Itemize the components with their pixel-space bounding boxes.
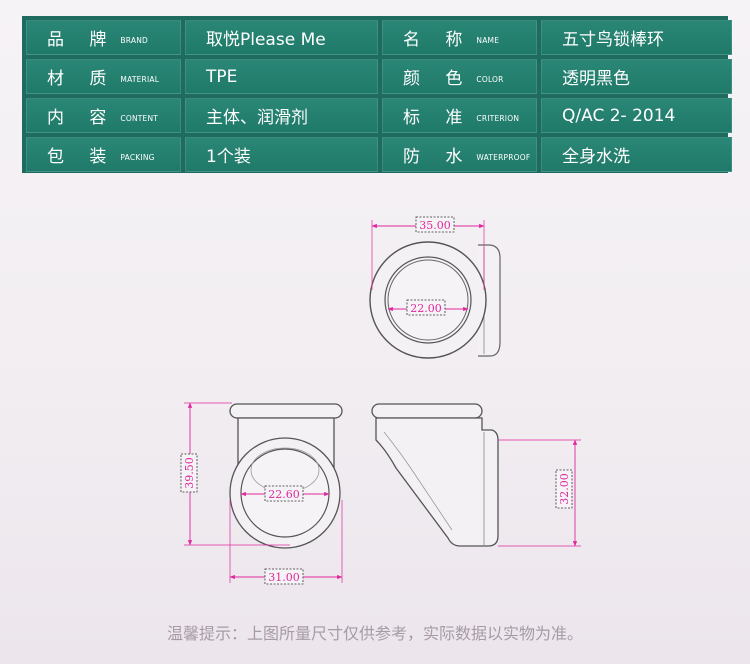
spec-label-en: NAME <box>476 36 500 45</box>
top-view-ring-inner-edge <box>384 256 472 344</box>
spec-value-waterproof: 全身水洗 <box>541 137 732 172</box>
spec-value-packing: 1个装 <box>185 137 378 172</box>
side-dim-height-label: 32.00 <box>558 473 571 505</box>
spec-label-cn: 颜 色 <box>403 69 473 89</box>
spec-label-cn: 名 称 <box>403 30 473 50</box>
spec-label-en: PACKING <box>120 153 155 162</box>
spec-label-en: BRAND <box>120 36 148 45</box>
top-dim-inner-label: 22.00 <box>410 302 442 315</box>
top-view-ear <box>478 244 501 357</box>
spec-value-name: 五寸鸟锁棒环 <box>541 20 732 55</box>
spec-label-cn: 内 容 <box>47 108 117 128</box>
front-dim-height-label: 39.50 <box>183 457 196 489</box>
spec-label-content: 内 容 CONTENT <box>26 98 181 133</box>
spec-label-name: 名 称 NAME <box>382 20 537 55</box>
spec-label-en: CONTENT <box>120 114 159 123</box>
spec-label-cn: 包 装 <box>47 147 117 167</box>
spec-label-en: WATERPROOF <box>476 153 531 162</box>
spec-value-brand: 取悦Please Me <box>185 20 378 55</box>
spec-value-criterion: Q/AC 2- 2014 <box>541 98 732 133</box>
spec-label-cn: 标 准 <box>403 108 473 128</box>
spec-grid: 品 牌 BRAND 取悦Please Me 名 称 NAME 五寸鸟锁棒环 材 … <box>26 20 732 172</box>
footer-note: 温馨提示：上图所量尺寸仅供参考，实际数据以实物为准。 <box>166 624 583 643</box>
side-view-top-bar <box>371 403 483 419</box>
spec-label-criterion: 标 准 CRITERION <box>382 98 537 133</box>
front-dim-inner-label: 22.60 <box>268 488 300 501</box>
spec-label-color: 颜 色 COLOR <box>382 59 537 94</box>
spec-table: 品 牌 BRAND 取悦Please Me 名 称 NAME 五寸鸟锁棒环 材 … <box>22 16 732 173</box>
spec-label-en: COLOR <box>476 75 504 84</box>
spec-label-en: CRITERION <box>476 114 520 123</box>
spec-label-packing: 包 装 PACKING <box>26 137 181 172</box>
top-dim-width-label: 35.00 <box>419 219 451 232</box>
spec-label-brand: 品 牌 BRAND <box>26 20 181 55</box>
spec-value-content: 主体、润滑剂 <box>185 98 378 133</box>
spec-label-cn: 品 牌 <box>47 30 117 50</box>
front-view-drawing: 39.50 22.60 31.00 <box>180 402 343 585</box>
spec-label-material: 材 质 MATERIAL <box>26 59 181 94</box>
spec-label-en: MATERIAL <box>120 75 160 84</box>
spec-label-cn: 材 质 <box>47 69 117 89</box>
top-view-drawing: 35.00 22.00 <box>369 216 501 359</box>
spec-label-waterproof: 防 水 WATERPROOF <box>382 137 537 172</box>
spec-value-color: 透明黑色 <box>541 59 732 94</box>
front-view-top-bar <box>229 403 343 419</box>
side-view-body <box>375 417 499 547</box>
spec-label-cn: 防 水 <box>403 147 473 167</box>
side-view-drawing: 32.00 <box>371 403 581 547</box>
spec-value-material: TPE <box>185 59 378 94</box>
front-dim-width-label: 31.00 <box>268 571 300 584</box>
